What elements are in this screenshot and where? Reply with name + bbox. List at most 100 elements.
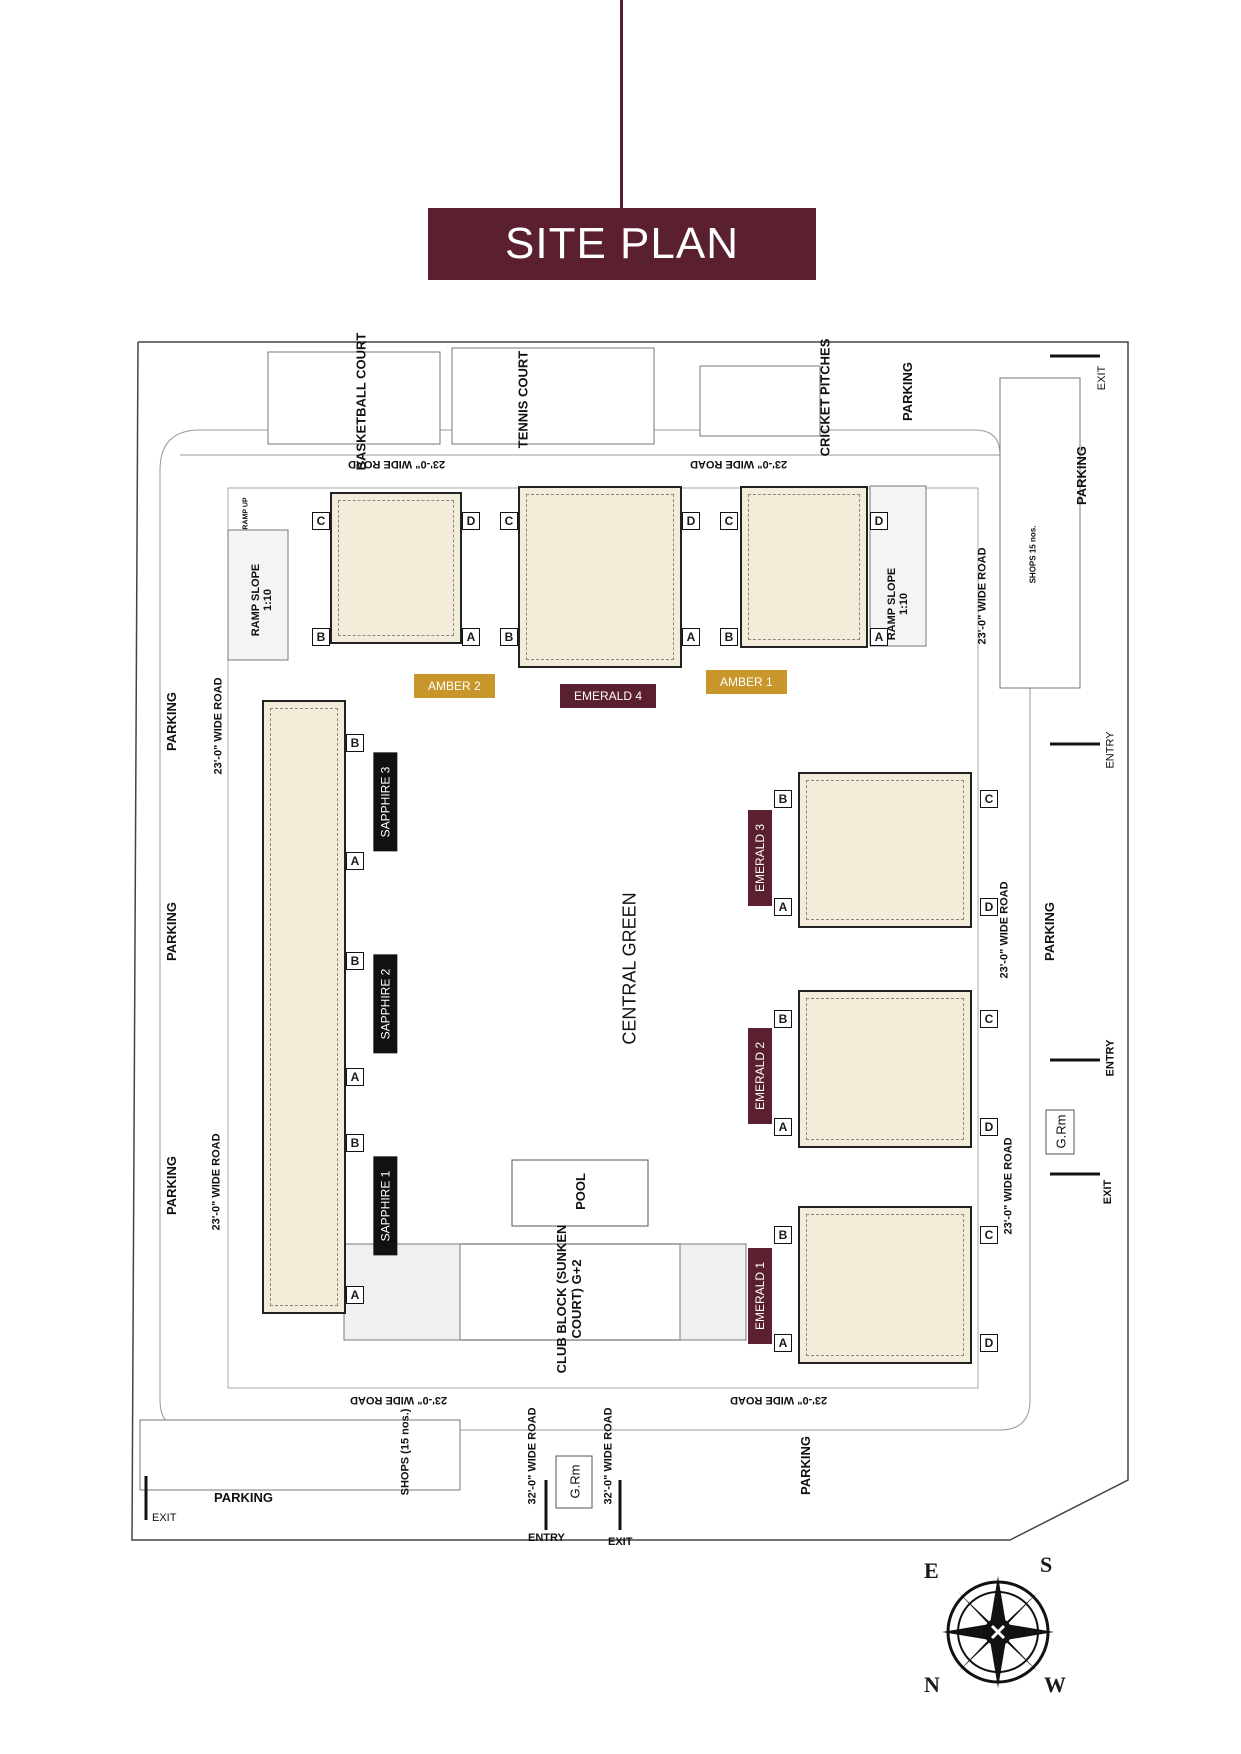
tower-label-emerald3: EMERALD 3 xyxy=(748,809,773,907)
corner-label: C xyxy=(500,512,518,530)
guard-room-right xyxy=(1045,1109,1075,1155)
tower-emerald3-block xyxy=(798,772,972,928)
compass-n: N xyxy=(924,1672,940,1697)
header-line xyxy=(620,0,623,208)
road-label-32-exit: 32'-0" WIDE ROAD xyxy=(602,1407,615,1505)
corner-label: D xyxy=(462,512,480,530)
tennis-court xyxy=(451,347,655,445)
corner-label: A xyxy=(346,852,364,870)
tower-sapphire-block xyxy=(262,700,346,1314)
parking-label: PARKING xyxy=(899,362,915,421)
corner-label: B xyxy=(346,734,364,752)
title-banner: SITE PLAN xyxy=(428,208,816,280)
corner-label: D xyxy=(870,512,888,530)
club-steps-right xyxy=(679,1243,747,1341)
road-label-left-bottom: 23'-0" WIDE ROAD xyxy=(210,1133,223,1231)
corner-label: A xyxy=(346,1286,364,1304)
corner-label: B xyxy=(346,1134,364,1152)
parking-label: PARKING xyxy=(1073,446,1089,505)
guard-room-bottom-label: G.Rm xyxy=(567,1464,583,1499)
corner-label: D xyxy=(980,1334,998,1352)
corner-label: C xyxy=(980,790,998,808)
basketball-label: BASKETBALL COURT xyxy=(353,332,369,471)
site-boundary xyxy=(131,341,1129,1541)
parking-label: PARKING xyxy=(1041,902,1057,961)
corner-label: A xyxy=(682,628,700,646)
pool xyxy=(511,1159,649,1227)
corner-label: C xyxy=(980,1010,998,1028)
corner-label: B xyxy=(500,628,518,646)
corner-label: B xyxy=(774,1010,792,1028)
tower-amber2-block xyxy=(330,492,462,644)
corner-label: D xyxy=(980,898,998,916)
entry-label: ENTRY xyxy=(528,1532,565,1544)
corner-label: C xyxy=(312,512,330,530)
shops-bottom-label: SHOPS (15 nos.) xyxy=(399,1408,412,1496)
road-label-bottom-left: 23'-0" WIDE ROAD xyxy=(350,1394,448,1406)
ring-road xyxy=(159,429,1031,1431)
road-label-top-left: 23'-0" WIDE ROAD xyxy=(348,458,446,470)
road-label-left-top: 23'-0" WIDE ROAD xyxy=(212,677,225,775)
corner-label: C xyxy=(980,1226,998,1244)
tower-label-emerald1: EMERALD 1 xyxy=(748,1247,773,1345)
guard-room-right-label: G.Rm xyxy=(1053,1114,1069,1149)
tower-label-amber2: AMBER 2 xyxy=(414,674,495,698)
parking-label: PARKING xyxy=(163,1156,179,1215)
cricket-label: CRICKET PITCHES xyxy=(817,338,833,457)
club-label: CLUB BLOCK (SUNKEN COURT) G+2 xyxy=(554,1224,584,1374)
tower-label-amber1: AMBER 1 xyxy=(706,670,787,694)
road-label-right-top: 23'-0" WIDE ROAD xyxy=(976,547,989,645)
parking-label: PARKING xyxy=(797,1436,813,1495)
ramp-up-label: RAMP UP xyxy=(242,497,250,530)
tower-label-sapphire2: SAPPHIRE 2 xyxy=(373,954,398,1054)
entry-label: ENTRY xyxy=(1104,1039,1117,1077)
compass-w: W xyxy=(1044,1672,1066,1697)
tower-emerald2-block xyxy=(798,990,972,1148)
parking-label: PARKING xyxy=(163,902,179,961)
compass-rose xyxy=(938,1572,1058,1692)
page-title: SITE PLAN xyxy=(505,219,739,268)
corner-label: A xyxy=(774,898,792,916)
road-label-right-bottom: 23'-0" WIDE ROAD xyxy=(1002,1137,1015,1235)
shops-strip-right xyxy=(999,377,1081,689)
pool-label: POOL xyxy=(572,1173,588,1210)
central-green-label: CENTRAL GREEN xyxy=(619,892,640,1045)
tennis-label: TENNIS COURT xyxy=(515,350,531,449)
tower-emerald4-block xyxy=(518,486,682,668)
parking-label: PARKING xyxy=(214,1490,273,1505)
cricket-pitches xyxy=(699,365,821,437)
tower-label-emerald2: EMERALD 2 xyxy=(748,1027,773,1125)
shops-strip-bottom xyxy=(139,1419,461,1491)
corner-label: A xyxy=(462,628,480,646)
corner-label: B xyxy=(720,628,738,646)
compass-s: S xyxy=(1040,1552,1053,1577)
compass-rose-icon xyxy=(942,1576,1054,1688)
corner-label: D xyxy=(682,512,700,530)
shops-right-label: SHOPS 15 nos. xyxy=(1028,525,1038,584)
tower-amber1-block xyxy=(740,486,868,648)
road-label-32-entry: 32'-0" WIDE ROAD xyxy=(526,1407,539,1505)
exit-label: EXIT xyxy=(1096,365,1109,391)
road-label-right-mid: 23'-0" WIDE ROAD xyxy=(998,881,1011,979)
exit-label: EXIT xyxy=(152,1512,177,1524)
tower-label-emerald4: EMERALD 4 xyxy=(560,684,657,708)
exit-label: EXIT xyxy=(1102,1179,1115,1205)
road-label-top: 23'-0" WIDE ROAD xyxy=(690,458,788,470)
road-label-bottom-right: 23'-0" WIDE ROAD xyxy=(730,1394,828,1406)
guard-room-bottom xyxy=(555,1455,593,1509)
corner-label: A xyxy=(870,628,888,646)
ramp-label-right: RAMP SLOPE 1:10 xyxy=(886,567,910,641)
compass-e: E xyxy=(924,1558,939,1583)
corner-label: C xyxy=(720,512,738,530)
corner-label: D xyxy=(980,1118,998,1136)
exit-label: EXIT xyxy=(608,1536,633,1548)
entry-label: ENTRY xyxy=(1104,731,1117,769)
parking-label: PARKING xyxy=(163,692,179,751)
corner-label: A xyxy=(774,1118,792,1136)
ramp-left xyxy=(227,529,289,661)
corner-label: A xyxy=(346,1068,364,1086)
basketball-court xyxy=(267,351,441,445)
corner-label: B xyxy=(312,628,330,646)
corner-label: B xyxy=(346,952,364,970)
